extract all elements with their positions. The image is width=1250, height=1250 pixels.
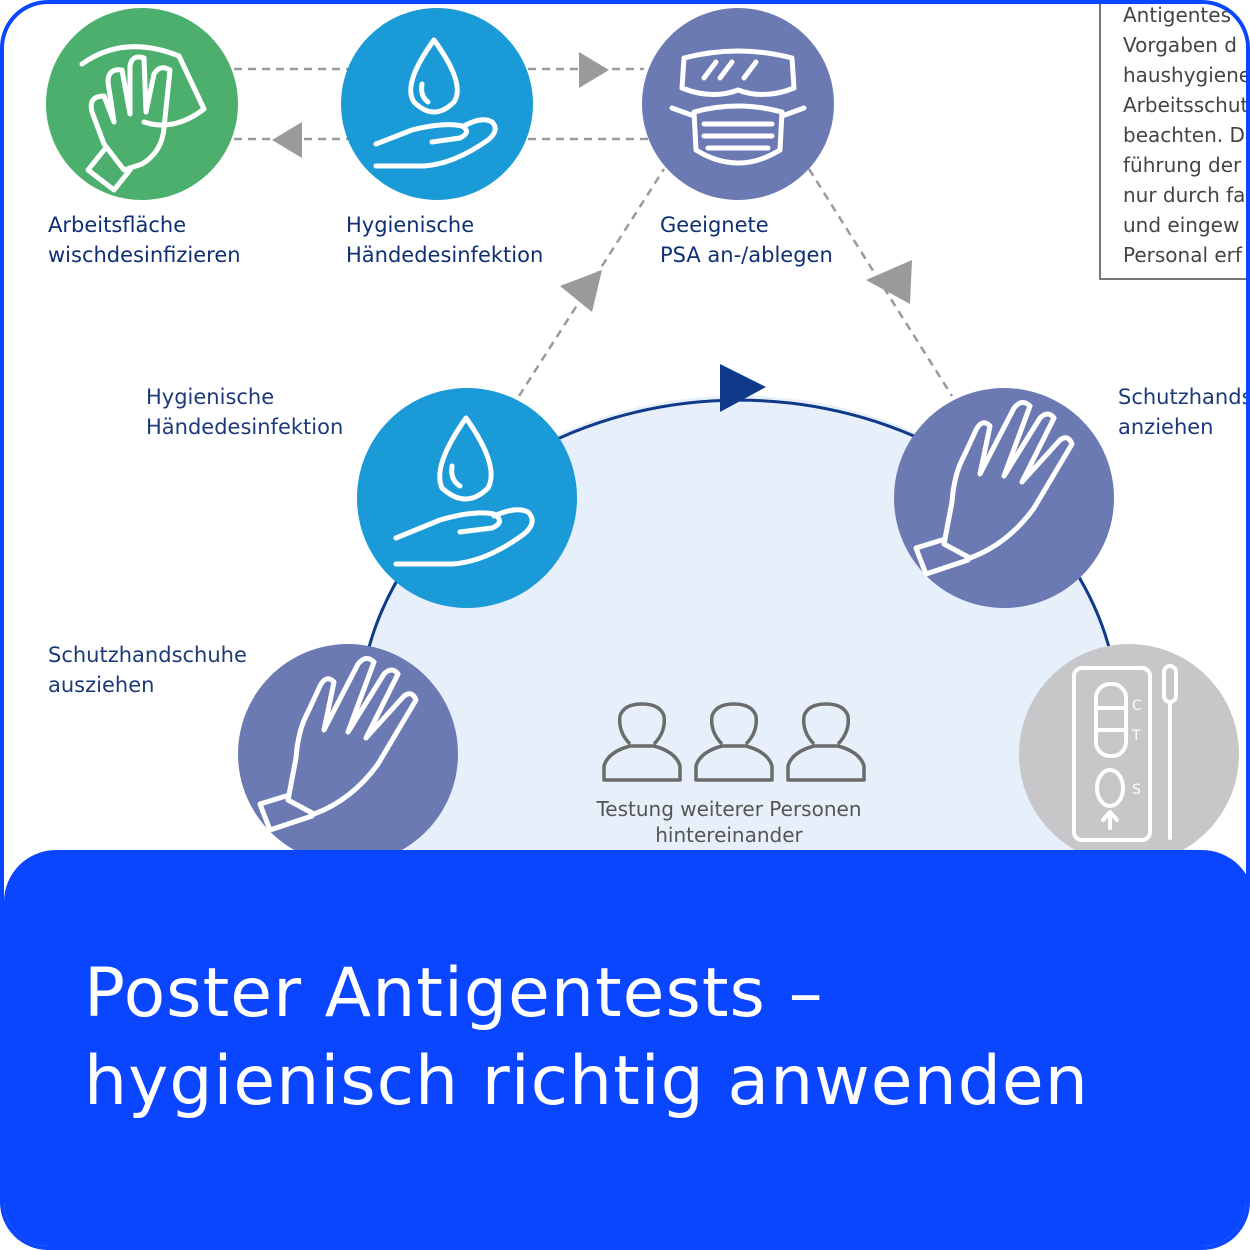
hand-disinfection-left-line1: Hygienische (146, 385, 275, 409)
info-line: Personal erf (1123, 243, 1242, 267)
banner-title-line1: Poster Antigentests – (84, 954, 824, 1033)
gloves-off-line2: ausziehen (48, 673, 155, 697)
hand-disinfection-left-line2: Händedesinfektion (146, 415, 344, 439)
center-label-line2: hintereinander (655, 823, 803, 847)
test-circle: C T S (1019, 644, 1239, 864)
info-line: nur durch fa (1123, 183, 1246, 207)
ppe-label-line2: PSA an-/ablegen (660, 243, 833, 267)
info-line: und eingew (1123, 213, 1240, 237)
wipe-circle (46, 8, 238, 200)
svg-text:T: T (1131, 728, 1141, 744)
center-label-line1: Testung weiterer Personen (596, 797, 862, 821)
glove-icon (913, 400, 1075, 577)
persons-icon (602, 702, 866, 782)
info-line: haushygiene (1123, 63, 1250, 87)
drop-hand-icon (373, 37, 498, 169)
connector-diag-left (517, 168, 666, 397)
svg-text:S: S (1132, 782, 1141, 798)
hand-wipe-icon (79, 44, 207, 193)
gloves-on-line1: Schutzhands (1118, 385, 1250, 409)
hand-disinfection-top-line1: Hygienische (346, 213, 475, 237)
connector-diag-right (807, 168, 954, 397)
banner-title-line2: hygienisch richtig anwenden (84, 1042, 1089, 1121)
title-banner (4, 850, 1246, 1246)
banner-title: Poster Antigentests – hygienisch richtig… (84, 950, 1089, 1126)
ppe-label-line1: Geeignete (660, 213, 769, 237)
gloves-off-label: Schutzhandschuhe ausziehen (48, 640, 247, 700)
hand-disinfection-top-circle (341, 8, 533, 200)
arrow-left-icon (272, 122, 302, 158)
gloves-off-line1: Schutzhandschuhe (48, 643, 247, 667)
wipe-label-line1: Arbeitsfläche (48, 213, 187, 237)
arrow-right-icon (579, 52, 609, 88)
wipe-label: Arbeitsfläche wischdesinfizieren (48, 210, 241, 270)
title-banner-text-layer: Poster Antigentests – hygienisch richtig… (4, 850, 1246, 1246)
wipe-label-line2: wischdesinfizieren (48, 243, 241, 267)
hand-disinfection-top-label: Hygienische Händedesinfektion (346, 210, 543, 270)
glove-icon (257, 656, 419, 833)
hand-disinfection-left-circle (357, 388, 577, 608)
antigen-test-icon (1072, 664, 1178, 842)
info-line: Arbeitsschut (1123, 93, 1249, 117)
info-line: Vorgaben d (1123, 33, 1237, 57)
hand-disinfection-left-label: Hygienische Händedesinfektion (146, 382, 343, 442)
gloves-on-label: Schutzhands anziehen (1118, 382, 1250, 442)
info-box: Antigentes Vorgaben d haushygiene Arbeit… (1099, 3, 1250, 280)
arrow-up-right-icon (560, 270, 602, 312)
info-line: beachten. D (1123, 123, 1245, 147)
svg-text:C: C (1132, 698, 1142, 714)
cycle-arrowhead (720, 364, 766, 412)
workflow-diagram: C T S (46, 8, 1239, 864)
hand-disinfection-top-line2: Händedesinfektion (346, 243, 544, 267)
gloves-off-circle (238, 644, 458, 864)
ppe-label: Geeignete PSA an-/ablegen (660, 210, 833, 270)
center-label: Testung weiterer Personen hintereinander (544, 796, 914, 848)
ppe-circle (642, 8, 834, 200)
info-line: Antigentes (1123, 3, 1231, 27)
goggles-mask-icon (669, 48, 807, 166)
arrow-down-right-icon (866, 260, 912, 304)
gloves-on-line2: anziehen (1118, 415, 1214, 439)
gloves-on-circle (894, 388, 1114, 608)
info-line: führung der (1123, 153, 1242, 177)
drop-hand-icon (393, 415, 535, 567)
